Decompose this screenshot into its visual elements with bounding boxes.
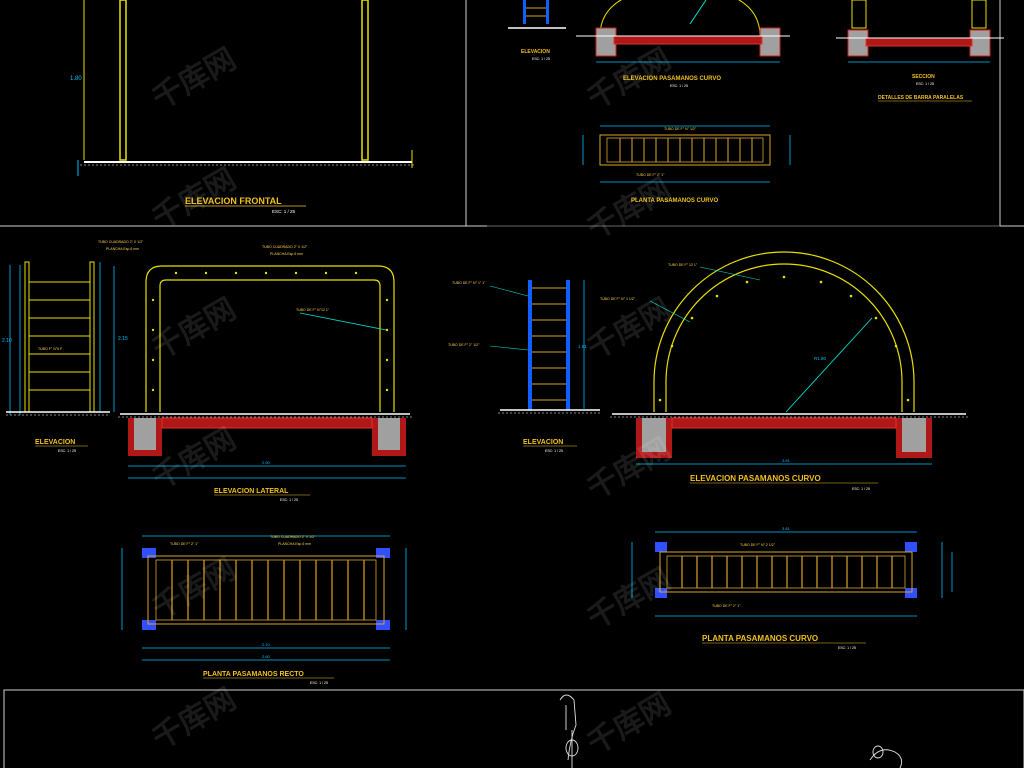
- frontal-height-dim: 1.80: [70, 76, 82, 82]
- planta-recto-title: PLANTA PASAMANOS RECTO: [203, 671, 304, 678]
- elev-curvo-small-scale: ESC: 1 / 25: [670, 84, 688, 88]
- seccion-title: SECCION: [912, 74, 935, 80]
- elevacion-right-title: ELEVACION: [523, 439, 563, 446]
- lateral-height-dim: 2.15: [118, 336, 128, 342]
- lateral-d250: 2.50: [262, 460, 271, 465]
- elevacion-lateral-scale: ESC: 1 / 25: [280, 498, 298, 502]
- tubo-arc-top: TUBO DE F° 12 1": [668, 263, 698, 267]
- tubo-cuadrado-left: TUBO CUADRADO 2" X 1/2": [98, 240, 144, 244]
- frontal-scale: ESC: 1 / 25: [272, 209, 296, 214]
- platina-recto: PLANCHA Esp.6 mm: [278, 542, 311, 546]
- tubo-r1: TUBO DE F° N° 1" 1": [452, 281, 486, 285]
- elevacion-curvo-title: ELEVACION PASAMANOS CURVO: [690, 474, 821, 483]
- platina-top: PLANCHA Esp.6 mm: [270, 252, 303, 256]
- recto-width-dim: 2.10: [262, 642, 271, 647]
- tubo-recto-1: TUBO DE F° 2" 1": [170, 542, 199, 546]
- elevacion-lateral-title: ELEVACION LATERAL: [214, 488, 289, 495]
- elev-curvo-small-title: ELEVACION PASAMANOS CURVO: [623, 76, 721, 82]
- planta-recto-drawing: 2.10 2.60 TUBO DE F° 2" 1" TUBO CUADRADO…: [121, 535, 407, 685]
- curvo-plan-total: 3.81: [782, 526, 791, 531]
- elevacion-frontal-drawing: 1.80 ELEVACION FRONTAL ESC: 1 / 25: [70, 0, 416, 214]
- right-ladder-elevacion: 1.81 TUBO DE F° N° 1" 1" TUBO DE F° 2" 1…: [448, 280, 602, 453]
- platina-left: PLANCHA Esp.6 mm: [106, 247, 139, 251]
- tubo-right-rung: TUBO DE F° N°12 1": [296, 308, 330, 312]
- tubo-arc-left: TUBO DE F° N° 1 1/2": [600, 297, 636, 301]
- planta-curvo-title: PLANTA PASAMANOS CURVO: [702, 634, 818, 643]
- left-ladder-elevacion: 2.10 TUBO F° N°6 F TUBO CUADRADO 2" X 1/…: [2, 240, 144, 453]
- top-right-details: ELEVACION ESC: 1 / 25 ELEVACION PASAMANO…: [508, 0, 1004, 204]
- tubo-curvo-plan1: TUBO DE F° N° 2 1/2": [740, 543, 776, 547]
- curvo-width-dim: 3.81: [782, 458, 791, 463]
- radius-dim: R1.80: [814, 356, 827, 361]
- planta-curvo-drawing: 3.81 TUBO DE F° N° 2 1/2" TUBO DE F° 2" …: [631, 526, 953, 650]
- elevacion-right-scale: ESC: 1 / 25: [545, 449, 563, 453]
- right-ladder-height: 1.81: [578, 344, 587, 349]
- planta-recto-scale: ESC: 1 / 25: [310, 681, 328, 685]
- elev-small-title: ELEVACION: [521, 49, 550, 55]
- tubo-r2: TUBO DE F° 2" 1/2": [448, 343, 480, 347]
- tubo-small-curvo2: TUBO DE F° 2" 1": [636, 173, 665, 177]
- elevacion-left-title: ELEVACION: [35, 439, 75, 446]
- elevacion-left-scale: ESC: 1 / 25: [58, 449, 76, 453]
- recto-total-dim: 2.60: [262, 654, 271, 659]
- frontal-title: ELEVACION FRONTAL: [185, 196, 282, 206]
- tubo-recto-2: TUBO CUADRADO 2" X 1/2": [270, 535, 316, 539]
- bottom-human-figures: [559, 694, 903, 768]
- ladder-height-dim: 2.10: [2, 338, 12, 344]
- elevacion-curvo-drawing: R1.80 3.81 TUBO DE F° 12 1" TUBO DE F° N…: [600, 251, 968, 491]
- tubo-cuadrado-top: TUBO CUADRADO 2" X 1/2": [262, 245, 308, 249]
- planta-curvo-small-title: PLANTA PASAMANOS CURVO: [631, 198, 718, 204]
- tubo-curvo-plan2: TUBO DE F° 2" 1": [712, 604, 741, 608]
- elev-small-scale: ESC: 1 / 25: [532, 57, 550, 61]
- elevacion-lateral-drawing: 2.15 TUBO CUADRADO 2" X 1/2" PLANCHA Esp…: [113, 245, 412, 502]
- elevacion-curvo-scale: ESC: 1 / 25: [852, 487, 870, 491]
- detalles-title: DETALLES DE BARRA PARALELAS: [878, 95, 964, 101]
- planta-curvo-scale: ESC: 1 / 25: [838, 646, 856, 650]
- tubo-small-curvo: TUBO DE F° N° 1/2": [664, 127, 697, 131]
- tubo-ladder: TUBO F° N°6 F: [38, 347, 62, 351]
- seccion-scale: ESC: 1 / 25: [916, 82, 934, 86]
